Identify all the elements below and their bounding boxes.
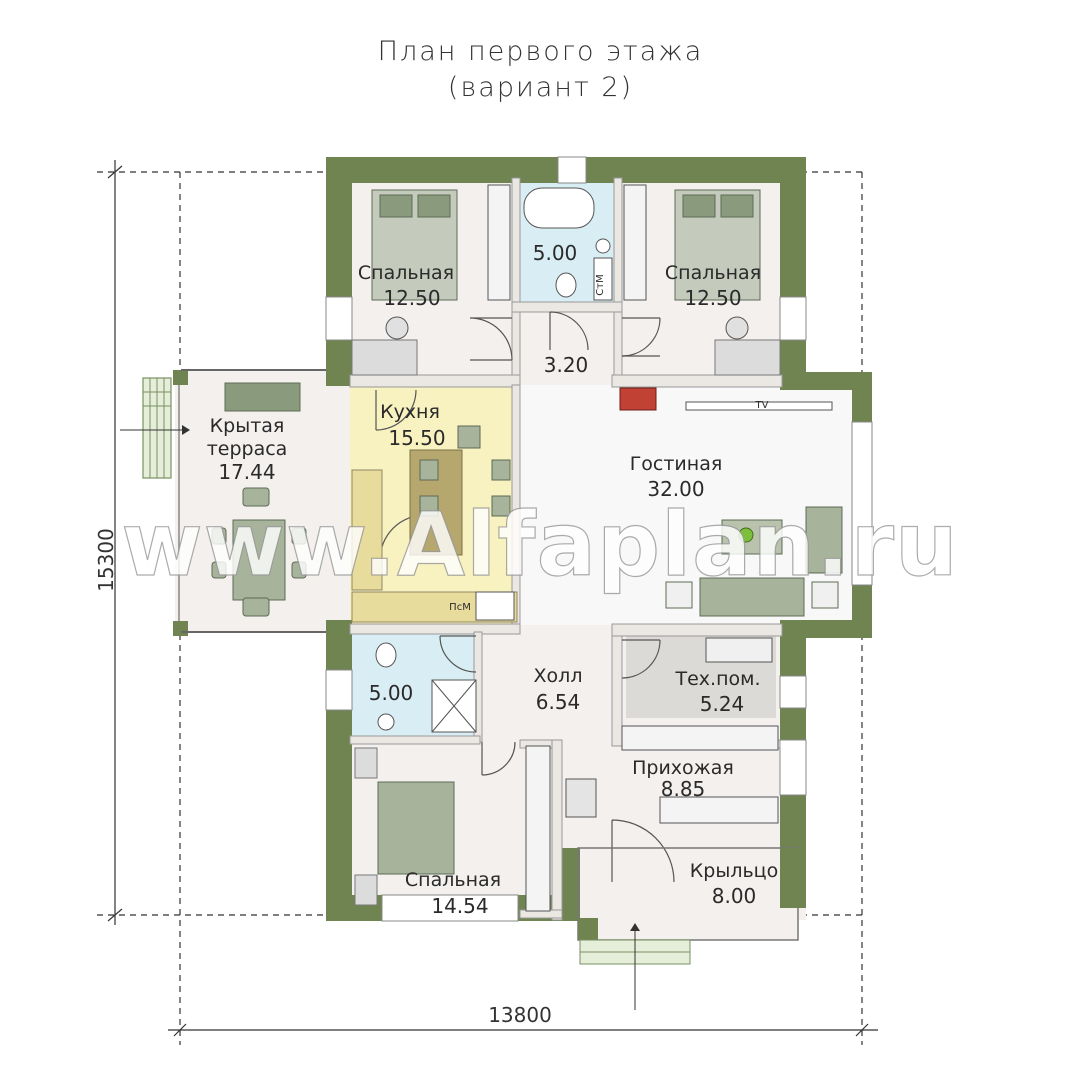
label-bedroom-sw: Спальная [405, 869, 501, 891]
area-bath-top: 5.00 [533, 241, 578, 265]
label-bedroom-nw: Спальная [358, 262, 454, 284]
porch [577, 847, 806, 1010]
dimension-width: 13800 [488, 1003, 552, 1027]
label-bath-top-fixture: СтМ [595, 274, 606, 295]
furniture [211, 184, 843, 912]
walls [326, 157, 872, 921]
area-hall: 6.54 [536, 690, 581, 714]
plan-subtitle: (вариант 2) [447, 72, 634, 103]
area-living: 32.00 [647, 477, 704, 501]
label-hall: Холл [534, 665, 583, 687]
label-living: Гостиная [630, 453, 723, 475]
room-labels: Спальная 12.50 5.00 СтМ Спальная 12.50 3… [207, 241, 779, 918]
area-tech: 5.24 [700, 692, 745, 716]
label-kitchen: Кухня [380, 401, 440, 423]
area-bath-bottom: 5.00 [369, 681, 414, 705]
label-entrance: Прихожая [632, 757, 734, 779]
terrace-frame [120, 369, 330, 636]
area-entrance: 8.85 [661, 777, 706, 801]
dimension-height: 15300 [94, 528, 118, 592]
porch-floor [578, 848, 798, 940]
label-bedroom-ne: Спальная [665, 262, 761, 284]
dimension-lines [97, 160, 878, 1045]
area-bedroom-ne: 12.50 [684, 286, 741, 310]
label-kitchen-fixture: ПсМ [449, 602, 471, 613]
area-porch: 8.00 [712, 884, 757, 908]
label-terrace-1: Крытая [210, 415, 285, 437]
windows [325, 156, 873, 922]
watermark: www.Alfaplan.ru [121, 493, 958, 596]
area-bedroom-nw: 12.50 [383, 286, 440, 310]
bed-sw [377, 781, 455, 875]
label-terrace-2: терраса [207, 438, 288, 460]
label-tech: Тех.пом. [675, 668, 761, 690]
area-kitchen: 15.50 [388, 426, 445, 450]
area-corridor: 3.20 [544, 353, 589, 377]
area-terrace: 17.44 [218, 460, 275, 484]
label-tv: TV [755, 400, 769, 411]
label-porch: Крыльцо [690, 860, 778, 882]
area-bedroom-sw: 14.54 [431, 894, 488, 918]
plan-title: План первого этажа [377, 36, 704, 67]
